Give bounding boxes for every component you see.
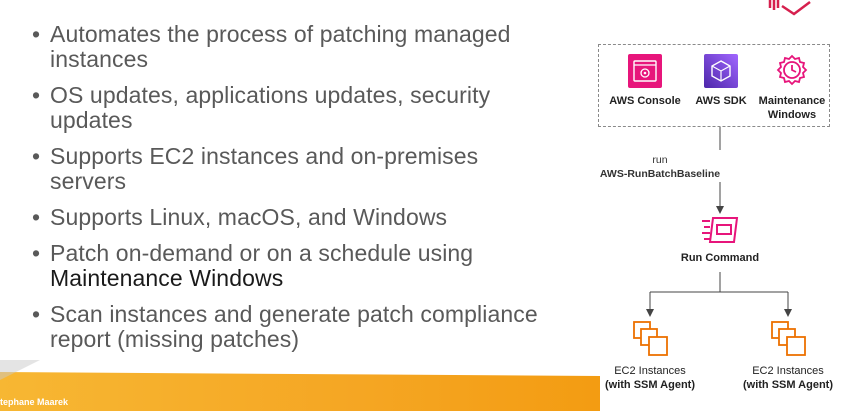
bullet-item: •Supports EC2 instances and on-premises … bbox=[32, 143, 479, 194]
bullet-text: Supports EC2 instances and on-premises s… bbox=[50, 143, 479, 194]
bullet-item: •Supports Linux, macOS, and Windows bbox=[32, 204, 448, 230]
run-command-label: Run Command bbox=[680, 252, 760, 264]
bullet-text: OS updates, applications updates, securi… bbox=[50, 82, 491, 133]
ec2-instances-icon bbox=[771, 321, 806, 356]
bullet-text: Automates the process of patching manage… bbox=[50, 21, 511, 72]
aws-sdk-label: AWS SDK bbox=[695, 95, 747, 107]
bullet-text: Patch on-demand or on a schedule using bbox=[50, 240, 474, 266]
bullet-text: Scan instances and generate patch compli… bbox=[50, 301, 538, 352]
bullet-item: •OS updates, applications updates, secur… bbox=[32, 82, 491, 133]
aws-console-label: AWS Console bbox=[609, 95, 681, 107]
aws-sdk-node: AWS SDK bbox=[688, 54, 754, 108]
bullet-item: •Automates the process of patching manag… bbox=[32, 21, 511, 72]
run-document-label: run AWS-RunBatchBaseline bbox=[580, 153, 740, 181]
bullet-list: •Automates the process of patching manag… bbox=[30, 22, 550, 363]
clock-gear-icon bbox=[776, 54, 808, 86]
footer-band bbox=[0, 360, 600, 411]
corner-partial-icon bbox=[768, 0, 811, 16]
maintenance-windows-node: Maintenance Windows bbox=[756, 54, 828, 122]
sdk-icon bbox=[704, 54, 738, 88]
bullet-item: •Patch on-demand or on a schedule using … bbox=[32, 240, 474, 291]
run-label: run bbox=[652, 154, 668, 166]
run-command-icon bbox=[702, 217, 739, 243]
author-name: tephane Maarek bbox=[0, 397, 69, 407]
maintenance-windows-emphasis: Maintenance Windows bbox=[50, 265, 284, 291]
bullet-text: Supports Linux, macOS, and Windows bbox=[50, 204, 448, 230]
ec2-left-label-1: EC2 Instances bbox=[614, 365, 686, 377]
console-icon bbox=[628, 54, 662, 88]
ec2-right-label-1: EC2 Instances bbox=[752, 365, 824, 377]
maintenance-windows-label-1: Maintenance bbox=[758, 95, 826, 107]
maintenance-windows-label-2: Windows bbox=[767, 109, 817, 121]
ec2-instances-icon bbox=[633, 321, 668, 356]
ec2-right-label-2: (with SSM Agent) bbox=[742, 379, 834, 391]
aws-console-node: AWS Console bbox=[606, 54, 684, 108]
ec2-left-label-2: (with SSM Agent) bbox=[604, 379, 696, 391]
bullet-item: •Scan instances and generate patch compl… bbox=[32, 301, 538, 352]
document-name-label: AWS-RunBatchBaseline bbox=[599, 168, 721, 180]
sources-group-box bbox=[598, 44, 830, 127]
